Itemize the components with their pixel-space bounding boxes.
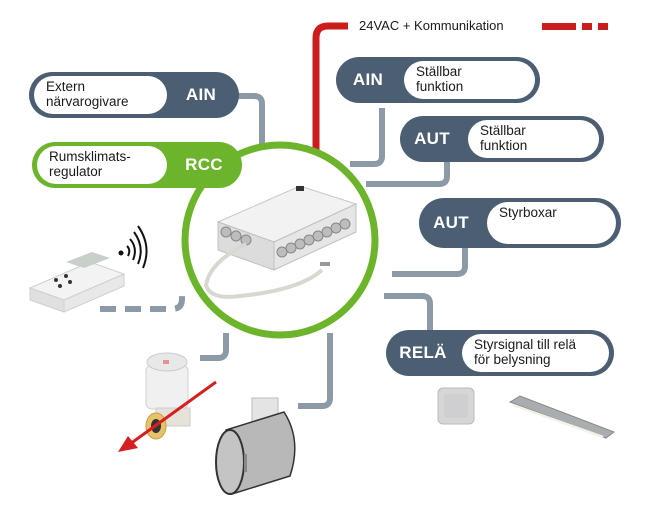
module-label: Ställbar funktion [468,120,599,158]
label-line-1: Styrboxar [499,205,557,220]
ceiling-lamp-icon [508,395,616,439]
label-line-2: närvarogivare [46,94,129,109]
power-line-dash [542,23,576,30]
label-line-1: Ställbar [480,123,526,138]
module-rumsklimatsregulator[interactable]: Rumsklimats- regulator RCC [32,142,242,188]
damper-icon [215,397,296,495]
label-line-2: för belysning [474,352,551,367]
control-unit-icon [203,185,358,299]
module-label: Ställbar funktion [404,61,535,99]
module-aut-styrboxar[interactable]: AUT Styrboxar [419,198,621,248]
module-code: RCC [185,155,223,174]
label-line-2: regulator [49,164,103,179]
module-extern-narvarogivare[interactable]: Extern närvarogivare AIN [29,72,239,118]
connector-ain-stallbar [350,108,385,167]
label-line-2: funktion [416,79,464,94]
connector-aut-stallbar [366,162,450,187]
wireless-signal-icon [118,225,148,269]
flow-arrow-icon [118,380,217,452]
connector-damper [298,333,333,409]
module-label: Extern närvarogivare [34,76,167,114]
module-code: AIN [352,70,384,89]
thermostat-display-icon [28,252,126,313]
label-line-1: Extern [46,79,86,94]
module-label: Styrboxar [487,202,616,244]
label-line-1: Rumsklimats- [49,149,131,164]
power-line [312,22,348,150]
connector-aut-styrboxar [392,248,468,277]
module-code: AUT [433,213,469,232]
label-line-2: funktion [480,138,528,153]
module-code: RELÄ [399,343,447,362]
switch-icon [437,387,475,425]
power-line-label: 24VAC + Kommunikation [359,18,504,33]
module-rela-belysning[interactable]: RELÄ Styrsignal till relä för belysning [386,330,614,376]
connector-rela [384,293,433,330]
module-ain-stallbar[interactable]: AIN Ställbar funktion [336,57,540,103]
label-line-1: Styrsignal till relä [474,337,577,352]
module-label: Rumsklimats- regulator [37,146,167,184]
module-code: AIN [185,85,217,104]
connector-wireless-dashed [100,290,185,312]
module-label: Styrsignal till relä för belysning [462,334,609,372]
power-line-dash [598,23,608,30]
power-line-dash [582,23,592,30]
valve-actuator-icon [145,352,191,440]
connector-valve [200,333,229,361]
module-code: AUT [414,129,450,148]
label-line-1: Ställbar [416,64,462,79]
module-aut-stallbar[interactable]: AUT Ställbar funktion [400,116,604,162]
connector-extern-ain [236,93,265,148]
